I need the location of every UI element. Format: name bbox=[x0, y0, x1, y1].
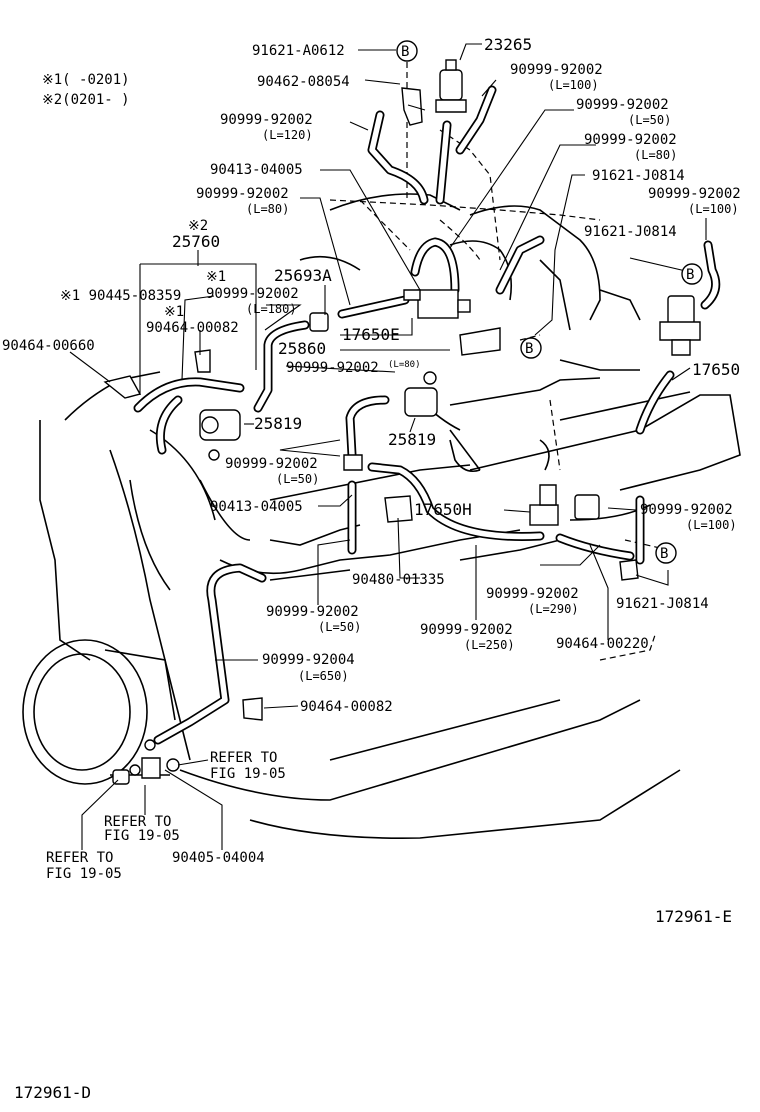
label-23265: 23265 bbox=[484, 35, 532, 54]
label-note2-marker: ※2 bbox=[188, 218, 208, 234]
callout-circles: B B B B bbox=[396, 40, 703, 564]
figure-id-outer: 172961-D bbox=[14, 1083, 91, 1102]
label-90413-04005-top: 90413-04005 bbox=[210, 162, 303, 178]
label-hose-right-100b-part: 90999-92002 bbox=[640, 502, 733, 518]
label-90464-00660: 90464-00660 bbox=[2, 338, 95, 354]
label-91621-J0814-c: 91621-J0814 bbox=[616, 596, 709, 612]
label-17650H: 17650H bbox=[414, 500, 472, 519]
label-marker1b: ※1 bbox=[164, 304, 184, 320]
label-hose-250-length: (L=250) bbox=[464, 638, 515, 652]
label-refer-b-line2: FIG 19-05 bbox=[104, 828, 180, 844]
callout-b-2: B bbox=[686, 267, 694, 283]
label-hose-180-part: 90999-92002 bbox=[206, 286, 299, 302]
label-hose-50-a-length: (L=50) bbox=[276, 472, 319, 486]
label-17650E: 17650E bbox=[342, 325, 400, 344]
label-hose-250-part: 90999-92002 bbox=[420, 622, 513, 638]
label-refer-b-line1: REFER TO bbox=[104, 814, 171, 830]
label-90480-01335: 90480-01335 bbox=[352, 572, 445, 588]
label-90405-04004: 90405-04004 bbox=[172, 850, 265, 866]
label-90464-00220: 90464-00220 bbox=[556, 636, 649, 652]
label-90445-08359: ※1 90445-08359 bbox=[60, 288, 181, 304]
note-1: ※1( -0201) bbox=[42, 72, 130, 88]
label-25693A: 25693A bbox=[274, 266, 332, 285]
label-refer-a-line2: FIG 19-05 bbox=[210, 766, 286, 782]
label-hose-290-part: 90999-92002 bbox=[486, 586, 579, 602]
note-2: ※2(0201- ) bbox=[42, 92, 130, 108]
label-hose-top-80b-length: (L=80) bbox=[634, 148, 677, 162]
label-hose-top-50-part: 90999-92002 bbox=[576, 97, 669, 113]
label-25819-a: 25819 bbox=[254, 414, 302, 433]
label-90462-08054: 90462-08054 bbox=[257, 74, 350, 90]
figure-id-inner: 172961-E bbox=[655, 907, 732, 926]
label-hose-650-part: 90999-92004 bbox=[262, 652, 355, 668]
leader-lines bbox=[69, 43, 707, 850]
label-hose-290-length: (L=290) bbox=[528, 602, 579, 616]
label-hose-right-100b-length: (L=100) bbox=[686, 518, 737, 532]
label-hose-top-100-length: (L=100) bbox=[548, 78, 599, 92]
label-hose-top-120-part: 90999-92002 bbox=[220, 112, 313, 128]
label-marker1a: ※1 bbox=[206, 269, 226, 285]
label-hose-top-100-part: 90999-92002 bbox=[510, 62, 603, 78]
label-17650: 17650 bbox=[692, 360, 740, 379]
label-hose-180-length: (L=180) bbox=[246, 302, 297, 316]
label-refer-a-line1: REFER TO bbox=[210, 750, 277, 766]
label-hose-right-100-length: (L=100) bbox=[688, 202, 739, 216]
callout-b-3: B bbox=[525, 341, 533, 357]
label-hose-mid-80-part: 90999-92002 bbox=[286, 360, 379, 376]
callout-b-4: B bbox=[660, 546, 668, 562]
label-hose-top-80b-part: 90999-92002 bbox=[584, 132, 677, 148]
label-hose-50-b-length: (L=50) bbox=[318, 620, 361, 634]
label-90413-04005-mid: 90413-04005 bbox=[210, 499, 303, 515]
label-hose-650-length: (L=650) bbox=[298, 669, 349, 683]
component-parts bbox=[103, 59, 701, 785]
hoses bbox=[133, 85, 721, 745]
label-refer-c-line1: REFER TO bbox=[46, 850, 113, 866]
label-refer-c-line2: FIG 19-05 bbox=[46, 866, 122, 882]
label-hose-top-120-length: (L=120) bbox=[262, 128, 313, 142]
label-90464-00082-a: 90464-00082 bbox=[146, 320, 239, 336]
callout-b-1: B bbox=[401, 44, 409, 60]
label-25819-b: 25819 bbox=[388, 430, 436, 449]
label-91621-A0612: 91621-A0612 bbox=[252, 43, 345, 59]
label-hose-80-part: 90999-92002 bbox=[196, 186, 289, 202]
crank-pulley bbox=[22, 639, 176, 785]
label-hose-mid-80-length: (L=80) bbox=[388, 360, 421, 370]
label-90464-00082-b: 90464-00082 bbox=[300, 699, 393, 715]
label-91621-J0814-b: 91621-J0814 bbox=[584, 224, 677, 240]
label-hose-80-length: (L=80) bbox=[246, 202, 289, 216]
label-91621-J0814-a: 91621-J0814 bbox=[592, 168, 685, 184]
label-hose-50-b-part: 90999-92002 bbox=[266, 604, 359, 620]
label-hose-top-50-length: (L=50) bbox=[628, 113, 671, 127]
label-hose-50-a-part: 90999-92002 bbox=[225, 456, 318, 472]
label-hose-right-100-part: 90999-92002 bbox=[648, 186, 741, 202]
label-25760: 25760 bbox=[172, 232, 220, 251]
label-25860: 25860 bbox=[278, 339, 326, 358]
